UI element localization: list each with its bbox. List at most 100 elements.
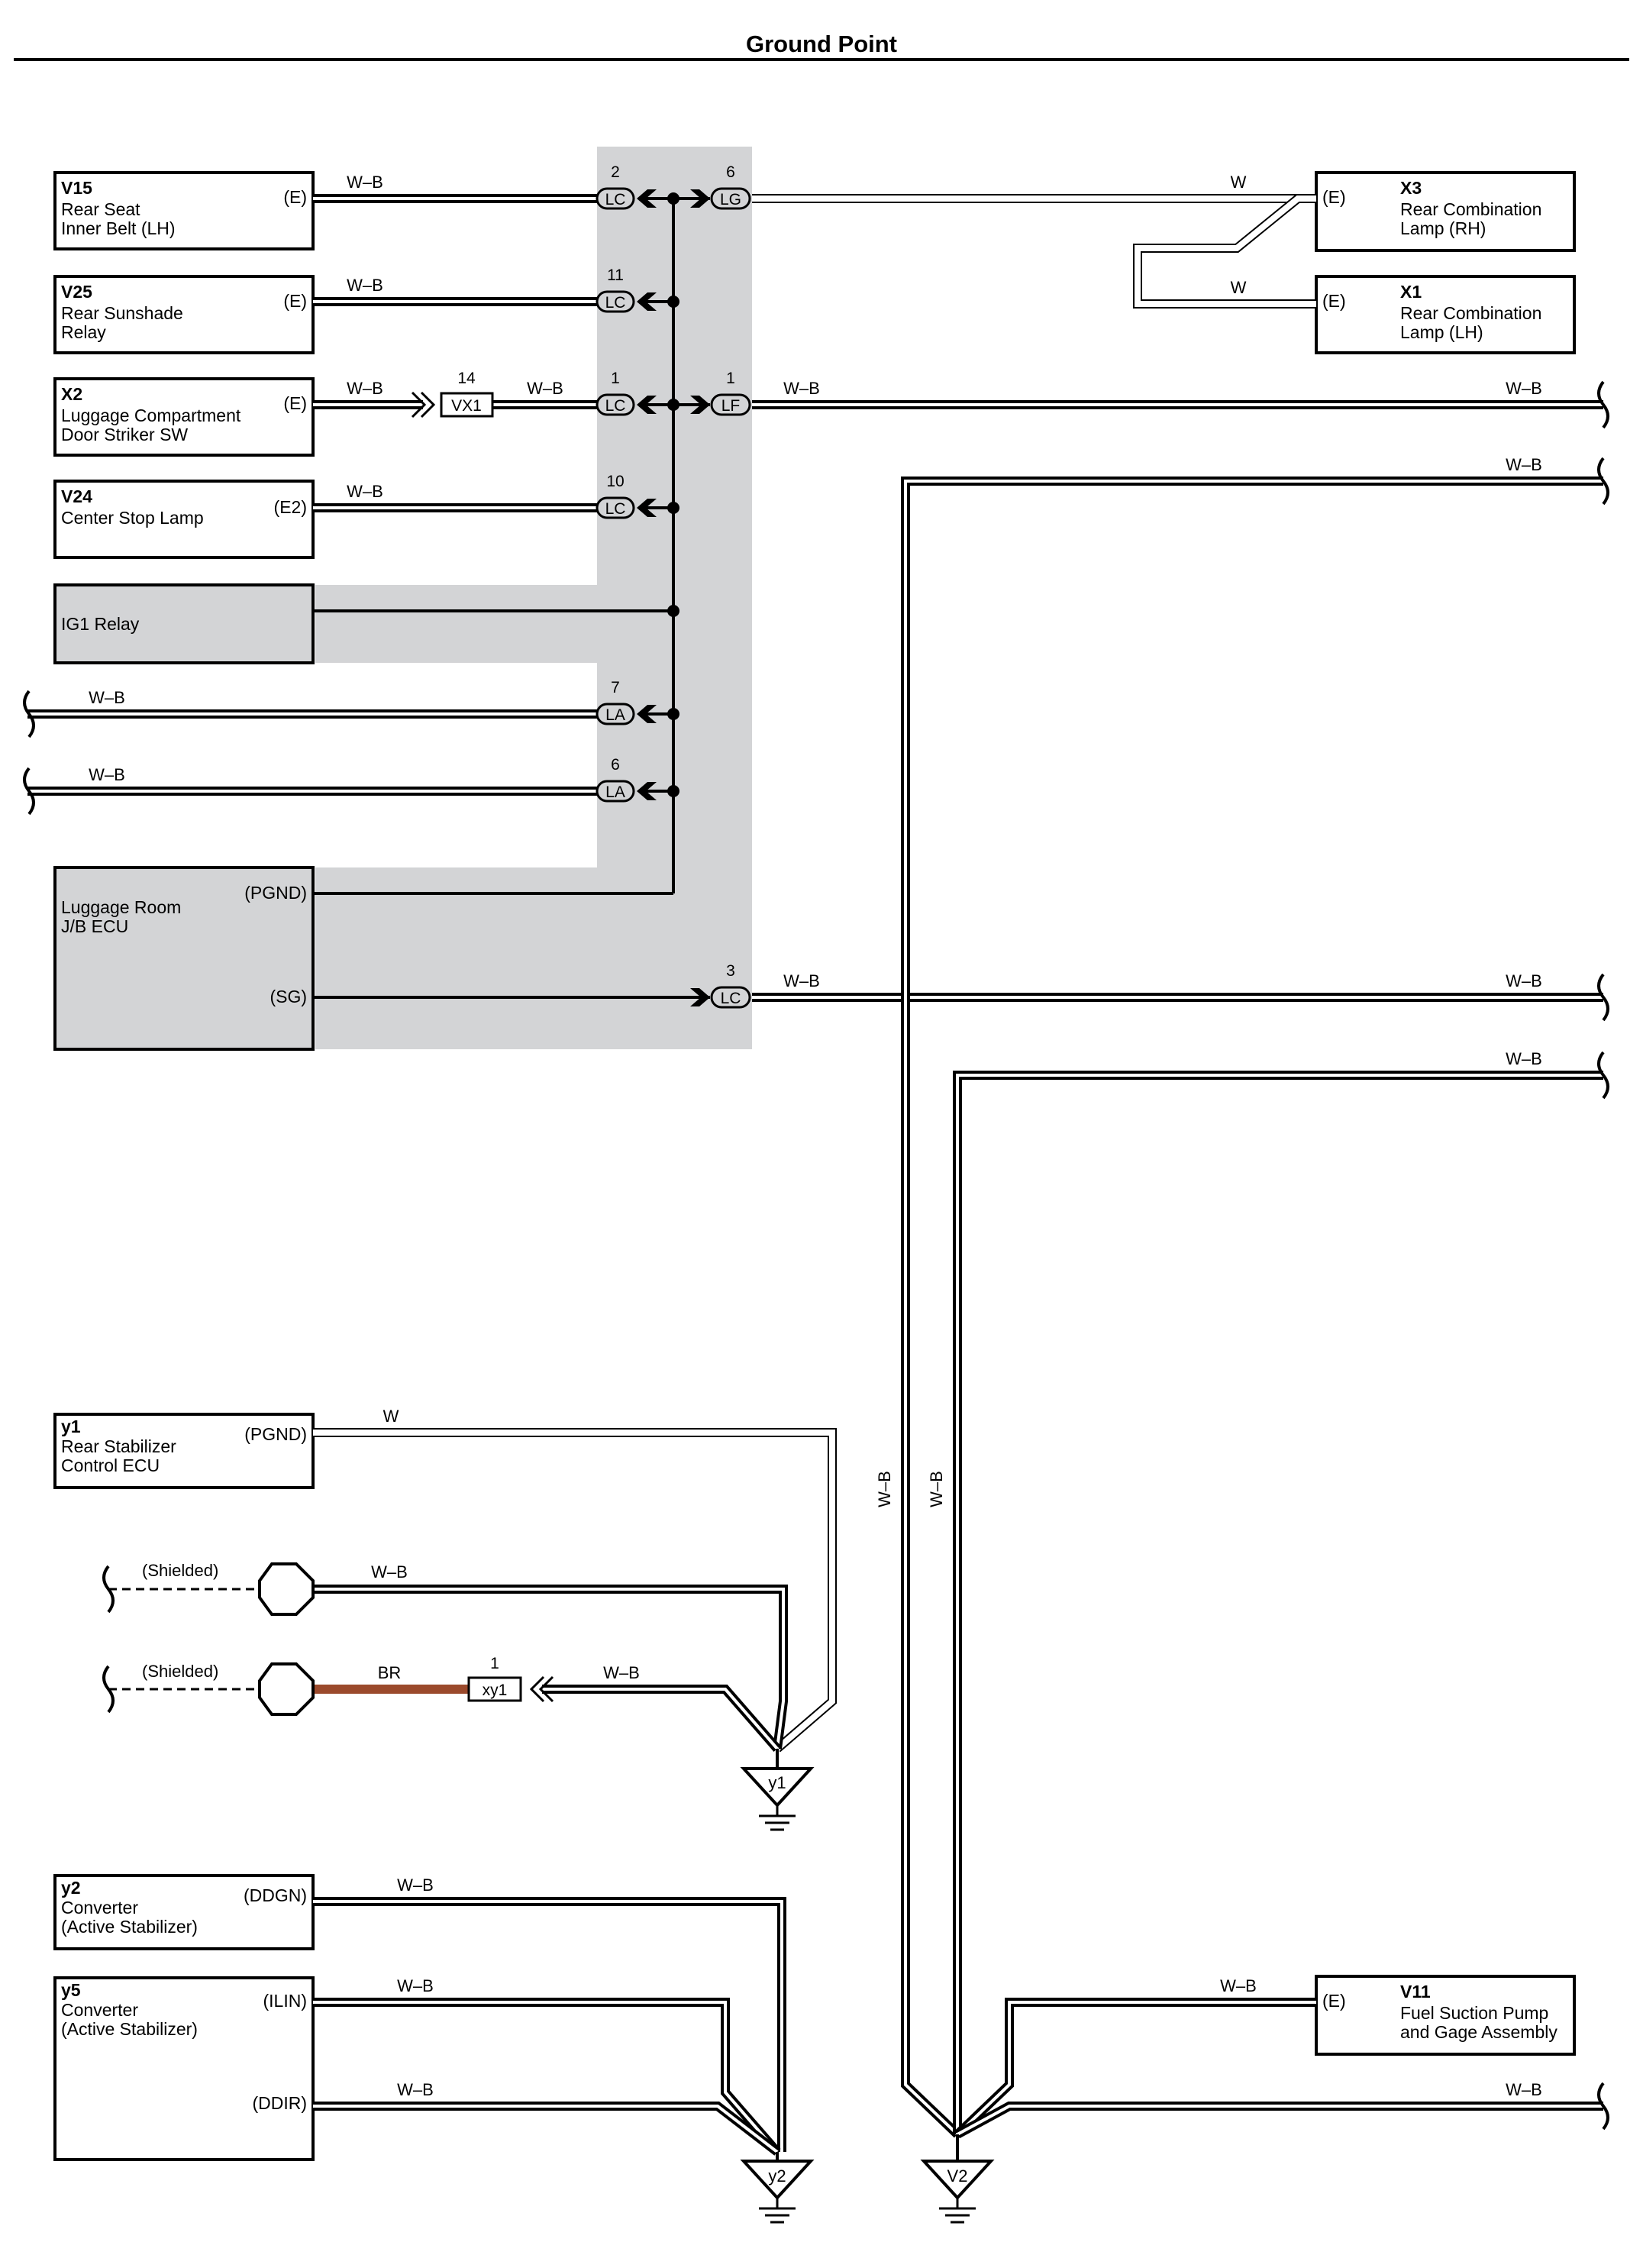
wire-label: W–B [783,379,820,398]
ground-icon [757,2196,797,2224]
connector-arrow-icon [529,1675,545,1703]
pin-label: (ILIN) [263,1991,308,2011]
pin-label: (E) [1322,291,1346,311]
wire-label: W [383,1407,399,1426]
connector-code: LC [721,990,741,1007]
connector-arrow-icon [690,988,710,1006]
component-v11: V11 Fuel Suction Pump and Gage Assembly … [1315,1975,1576,2056]
connector-pin: 3 [726,962,735,980]
connector-lg-6: LG 6 [690,163,751,210]
ground-label: V2 [947,2166,968,2186]
connector-pin: 1 [490,1655,499,1672]
pin-label: (E) [1322,187,1346,207]
shielded-line-1: (Shielded) [108,1561,315,1616]
wire-y2-ddgn [313,1897,786,2152]
component-v25: V25 Rear Sunshade Relay (E) [53,275,315,354]
wire-label: W–B [397,1875,434,1895]
wire-label: W–B [527,379,563,398]
ground-y1: y1 [740,1749,815,1831]
component-name: Center Stop Lamp [61,508,204,528]
component-luggage-room-jb-ecu: Luggage Room J/B ECU (PGND) (SG) [53,866,315,1051]
component-y2: y2 Converter (Active Stabilizer) (DDGN) [53,1874,315,1950]
component-name: Converter [61,1898,138,1917]
ground-label: y1 [768,1773,786,1792]
connector-code: LC [605,191,626,208]
ground-icon [938,2196,977,2224]
component-y5: y5 Converter (Active Stabilizer) (ILIN) … [53,1976,315,2161]
wire-label: W–B [1220,1976,1257,1995]
connector-arrow-icon [690,189,710,208]
pin-label: (DDGN) [244,1885,307,1905]
connector-lf-1: LF 1 [690,370,751,416]
wire-label: W [1231,278,1247,297]
connector-pin: 7 [611,679,620,696]
wire-y5-ilin [313,1998,781,2155]
wire-color-labels: W–B W–B W–B W–B W–B W–B W–B W W W–B W–B … [89,173,1542,2099]
component-name: Inner Belt (LH) [61,218,176,238]
wire-label: W–B [347,379,383,398]
component-name: Luggage Compartment [61,405,241,425]
connector-code: LA [605,783,625,801]
component-name: and Gage Assembly [1400,2022,1557,2042]
connector-xy1-1: xy1 1 [467,1655,554,1703]
wire-v2-trunk-b [953,1071,1603,2134]
connector-pin: 11 [607,267,624,284]
shield-octagon-icon [258,1562,315,1616]
pin-label: (PGND) [244,883,307,903]
component-id: V24 [61,486,92,506]
component-id: V11 [1400,1982,1431,2001]
ground-icon [757,1804,797,1831]
component-name: Luggage Room [61,897,181,917]
component-name: (Active Stabilizer) [61,1917,198,1937]
connector-lc-11: LC 11 [596,267,657,313]
connector-code: LF [721,397,741,415]
wire-v2-right [955,2102,1603,2139]
wire-label: W [1231,173,1247,192]
connector-vx1-14: VX1 14 [411,370,494,418]
component-name: Rear Sunshade [61,303,183,323]
connector-la-6: LA 6 [596,756,657,803]
wire-label: W–B [1506,455,1542,474]
component-id: y5 [61,1980,81,2000]
component-name: (Active Stabilizer) [61,2019,198,2039]
component-id: X1 [1400,282,1422,302]
connector-code: xy1 [483,1682,508,1699]
wire-label: W–B [875,1471,894,1507]
connector-pin: 2 [611,163,620,181]
pin-label: (E2) [274,497,307,517]
ground-label: y2 [768,2166,786,2186]
connector-arrow-icon [637,189,657,208]
component-x3: X3 Rear Combination Lamp (RH) (E) [1315,171,1576,252]
wire-label: W–B [1506,1049,1542,1068]
wire-v2-trunk-a [901,477,1603,2138]
shielded-line-2: (Shielded) [108,1662,315,1716]
connector-arrow-icon [637,499,657,517]
pin-label: (DDIR) [252,2093,307,2113]
connector-arrow-icon [411,391,427,418]
component-x1: X1 Rear Combination Lamp (LH) (E) [1315,275,1576,354]
connector-arrow-icon [690,396,710,414]
connector-code: LC [605,500,626,518]
connector-pin: 6 [726,163,735,181]
shield-octagon-icon [258,1662,315,1716]
component-ig1-relay: IG1 Relay [53,583,315,664]
wire-break-markers [23,380,1609,2131]
connector-pin: 6 [611,756,620,774]
connector-pin: 1 [726,370,735,387]
component-v24: V24 Center Stop Lamp (E2) [53,480,315,559]
component-y1: y1 Rear Stabilizer Control ECU (PGND) [53,1413,315,1489]
connector-code: LC [605,294,626,312]
pin-label: (E) [283,291,307,311]
connector-code: LA [605,706,625,724]
ground-y2: y2 [740,2152,815,2224]
connector-lc-1: LC 1 [596,370,657,416]
ground-v2: V2 [920,2134,995,2224]
connector-pin: 10 [606,473,624,490]
connector-la-7: LA 7 [596,679,657,725]
connector-arrow-icon [637,292,657,311]
connector-pin: 1 [611,370,620,387]
wire-label: W–B [927,1471,946,1507]
pin-label: (E) [1322,1991,1346,2011]
pin-label: (SG) [270,987,307,1006]
